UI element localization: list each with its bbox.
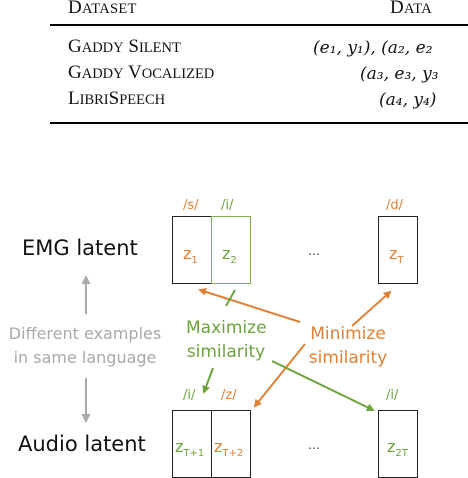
table-row-data: (a₄, y₄) [379, 90, 437, 110]
emg-phoneme-label: /i/ [221, 198, 234, 213]
audio-latent-zT1: zT+1 [175, 437, 205, 460]
table-header-dataset: DATASET [68, 0, 137, 18]
emg-latent-z2: z2 [222, 244, 237, 267]
minimize-similarity-label: Minimize similarity [308, 324, 388, 368]
green-arrow-from-z2 [225, 289, 236, 307]
emg-phoneme-label: /s/ [183, 198, 199, 213]
green-arrow-to-z2T [271, 360, 375, 411]
table-header-data: DATA [390, 0, 432, 18]
emg-phoneme-label: /d/ [386, 198, 404, 213]
orange-arrow-to-zT [351, 290, 392, 327]
audio-latent-z2T: z2T [387, 437, 408, 460]
emg-latent-z1: z1 [183, 244, 198, 267]
audio-phoneme-label: /i/ [183, 388, 196, 403]
table-row-data: (a₃, e₃, y₃ [360, 64, 439, 84]
emg-latent-box-z2 [211, 216, 251, 284]
emg-latent-label: EMG latent [22, 236, 138, 260]
audio-phoneme-label: /z/ [221, 388, 237, 403]
table-bottom-rule [50, 122, 468, 124]
audio-latent-zT2: zT+2 [214, 437, 244, 460]
table-top-rule [50, 24, 468, 26]
emg-latent-box-zT [378, 216, 418, 284]
table-row-data: (e₁, y₁), (a₂, e₂ [313, 38, 433, 58]
audio-ellipsis: … [308, 438, 321, 452]
table-row-dataset-name: GADDY SILENT [68, 36, 181, 57]
emg-latent-zT: zT [389, 244, 404, 267]
different-examples-label: Different examples in same language [8, 324, 162, 367]
table-row-dataset-name: LIBRISPEECH [68, 88, 166, 109]
audio-phoneme-label: /i/ [386, 388, 399, 403]
emg-ellipsis: … [308, 244, 321, 258]
table-row-dataset-name: GADDY VOCALIZED [68, 62, 215, 83]
green-arrow-to-zT1 [202, 367, 214, 394]
orange-arrow-to-z1 [198, 288, 301, 323]
audio-latent-label: Audio latent [18, 432, 146, 456]
orange-arrow-to-zT2 [253, 343, 306, 408]
maximize-similarity-label: Maximize similarity [186, 318, 267, 362]
